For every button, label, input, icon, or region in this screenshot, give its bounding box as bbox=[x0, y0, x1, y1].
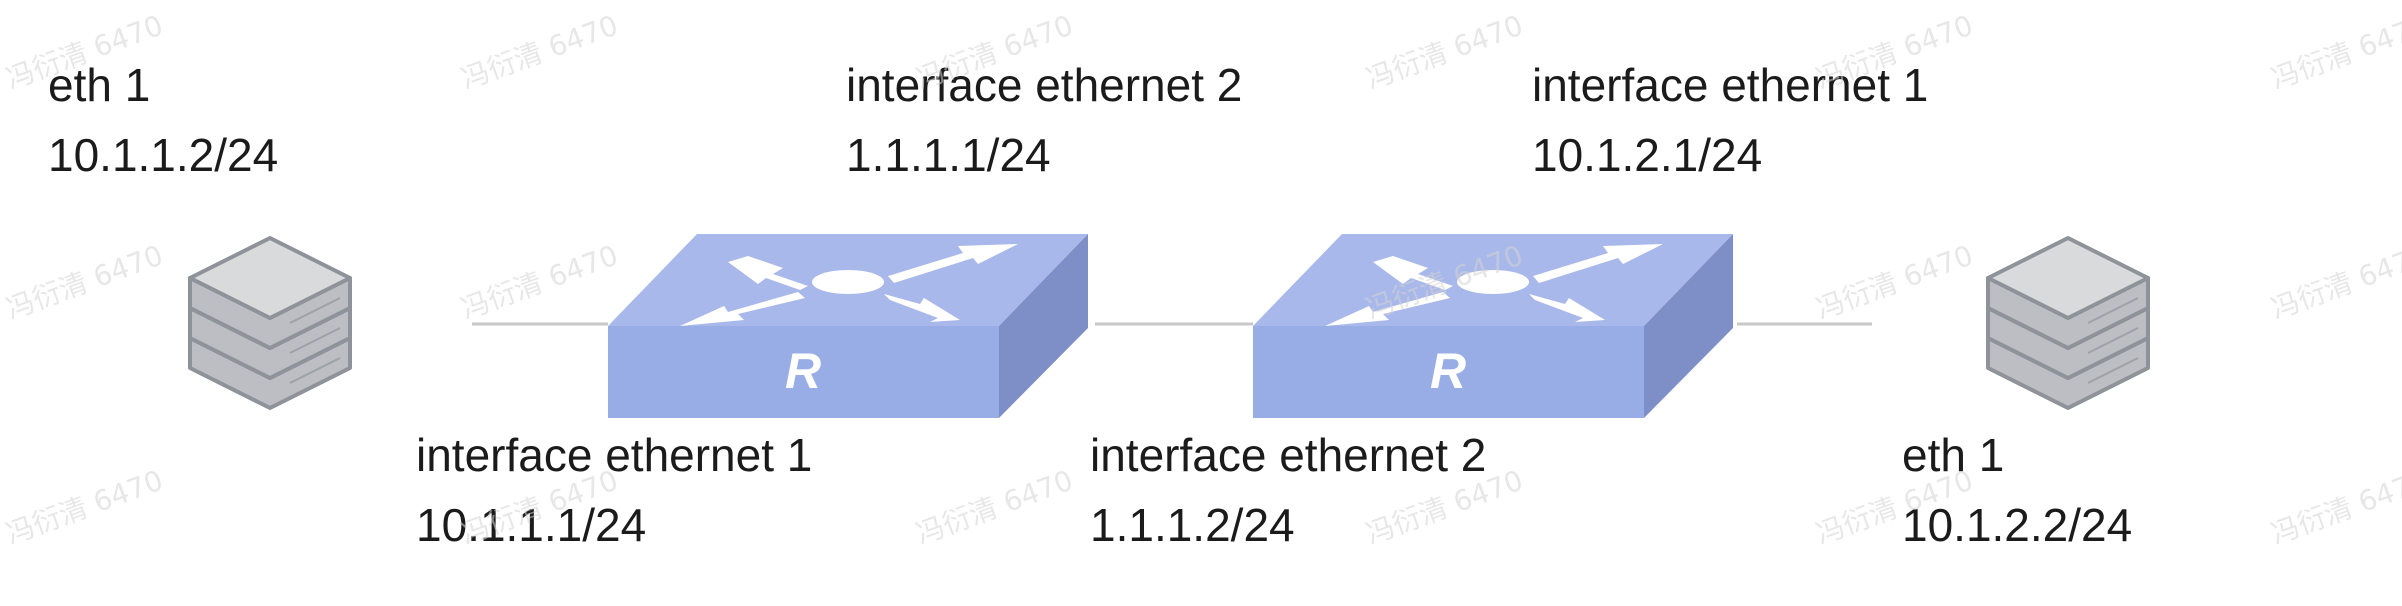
host-left-ip: 10.1.1.2/24 bbox=[48, 129, 279, 181]
host-left-interface: eth 1 bbox=[48, 59, 151, 111]
router-right-east-ip: 10.1.2.1/24 bbox=[1532, 129, 1763, 181]
router-right-east-label: interface ethernet 1 10.1.2.1/24 bbox=[1532, 50, 1928, 190]
host-right-label: eth 1 10.1.2.2/24 bbox=[1902, 420, 2132, 560]
router-left-east-ip: 1.1.1.1/24 bbox=[846, 129, 1051, 181]
router-right-west-ip: 1.1.1.2/24 bbox=[1090, 499, 1295, 551]
router-icon: R bbox=[1253, 234, 1733, 418]
router-label: R bbox=[785, 343, 821, 399]
server-icon bbox=[1986, 236, 2150, 410]
router-side-face bbox=[1644, 234, 1733, 418]
router-left-east-interface: interface ethernet 2 bbox=[846, 59, 1243, 111]
router-left-east-label: interface ethernet 2 1.1.1.1/24 bbox=[846, 50, 1242, 190]
router-front-face bbox=[1253, 326, 1644, 418]
router-right-west-interface: interface ethernet 2 bbox=[1090, 429, 1487, 481]
router-icon: R bbox=[608, 234, 1088, 418]
host-right-ip: 10.1.2.2/24 bbox=[1902, 499, 2133, 551]
router-side-face bbox=[999, 234, 1088, 418]
host-right-interface: eth 1 bbox=[1902, 429, 2005, 481]
router-right-west-label: interface ethernet 2 1.1.1.2/24 bbox=[1090, 420, 1486, 560]
router-left-west-ip: 10.1.1.1/24 bbox=[416, 499, 647, 551]
host-left-label: eth 1 10.1.1.2/24 bbox=[48, 50, 278, 190]
server-icon bbox=[188, 236, 352, 410]
router-left-west-label: interface ethernet 1 10.1.1.1/24 bbox=[416, 420, 812, 560]
router-right-east-interface: interface ethernet 1 bbox=[1532, 59, 1929, 111]
router-label: R bbox=[1430, 343, 1466, 399]
router-left-west-interface: interface ethernet 1 bbox=[416, 429, 813, 481]
router-front-face bbox=[608, 326, 999, 418]
